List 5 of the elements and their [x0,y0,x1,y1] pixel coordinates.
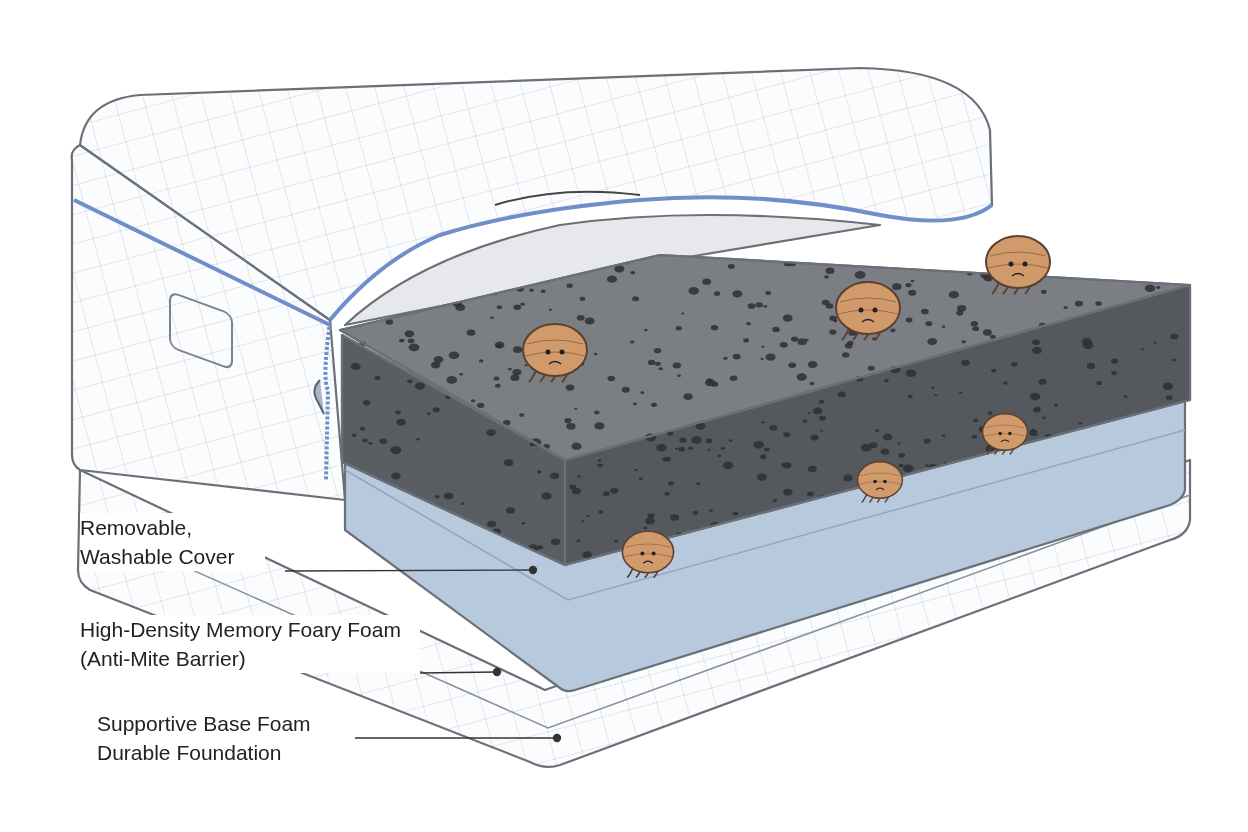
callout-label: Removable, Washable Cover [80,513,265,571]
leader-line [284,565,538,575]
leader-line [419,667,502,677]
leader-line [354,733,562,743]
callout-label: High-Density Memory Foary Foam (Anti-Mite Barrier) [80,615,420,673]
